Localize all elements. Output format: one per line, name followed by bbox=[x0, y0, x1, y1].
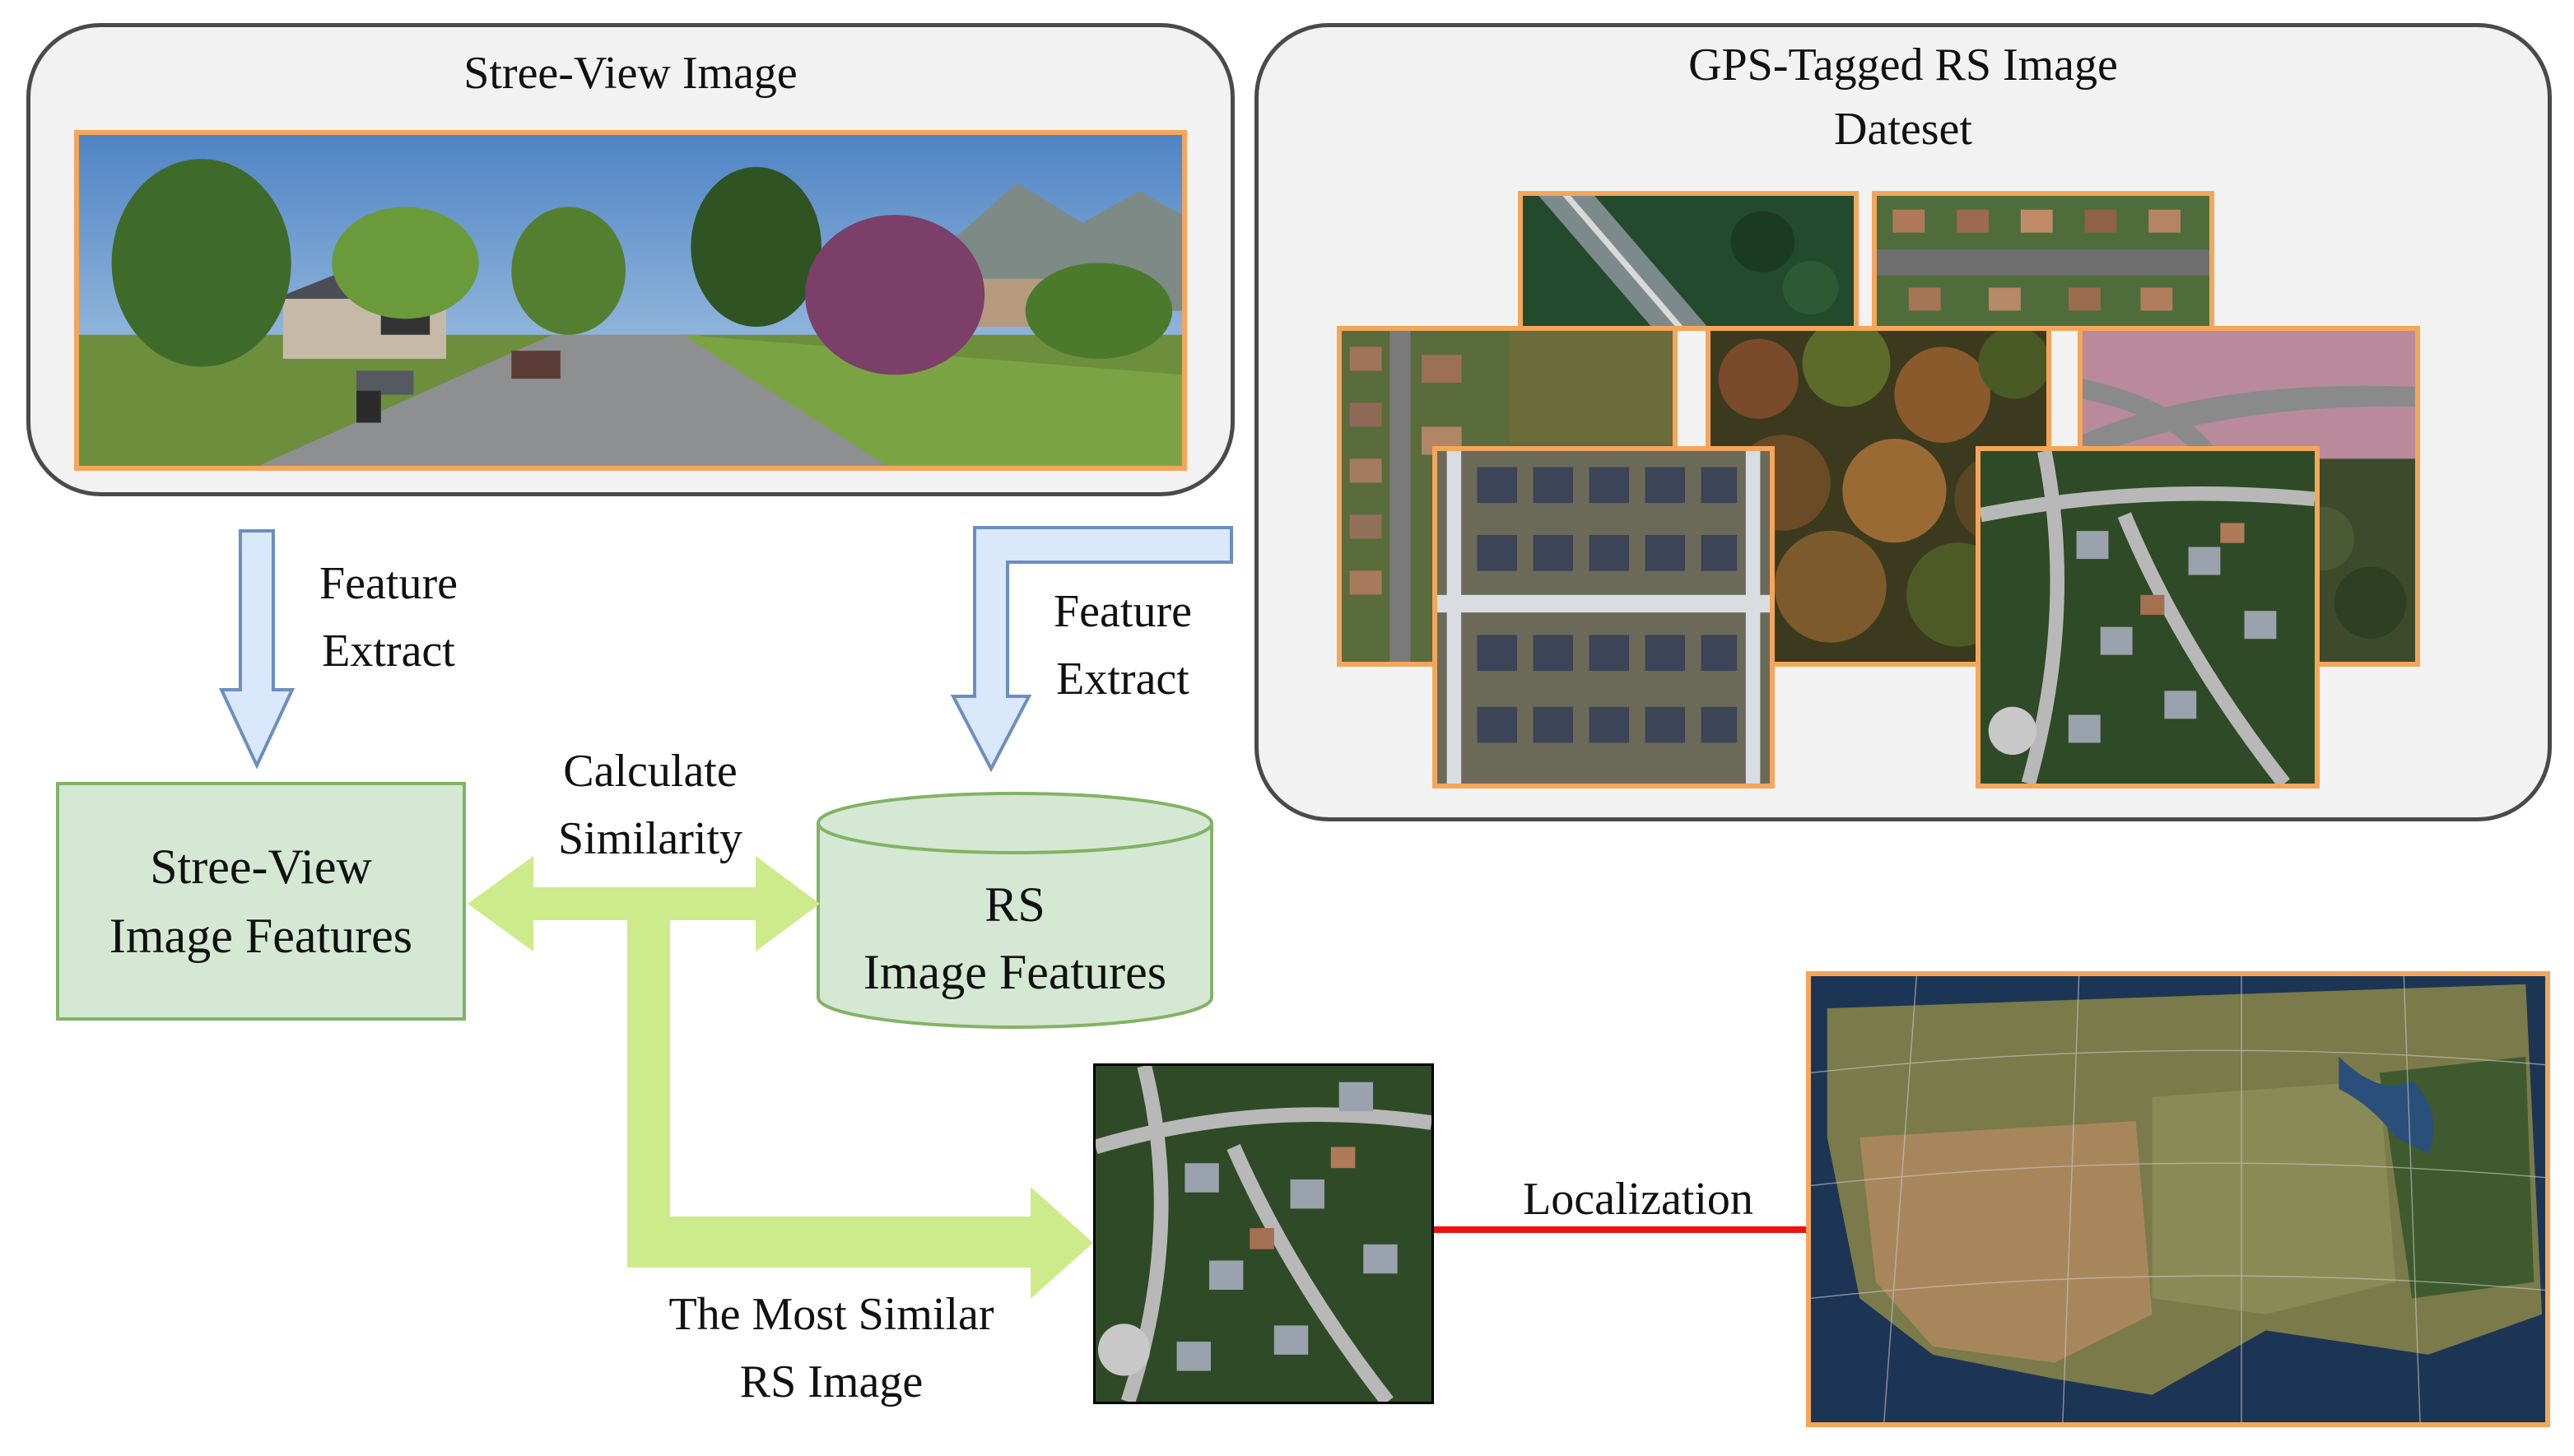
feature-extract-right-line2: Extract bbox=[1056, 654, 1189, 705]
feature-extract-left-line2: Extract bbox=[322, 626, 455, 677]
us-map-image bbox=[1806, 971, 2550, 1427]
feature-extract-right-line1: Feature bbox=[1054, 586, 1192, 637]
rs-dataset-title-line2: Dateset bbox=[1834, 104, 1972, 155]
street-view-title: Stree-View Image bbox=[463, 48, 798, 99]
street-features-line1: Stree-View bbox=[150, 840, 372, 894]
rs-dataset-title-line1: GPS-Tagged RS Image bbox=[1688, 40, 2118, 91]
rs-features-cylinder bbox=[817, 792, 1213, 1029]
most-similar-line1: The Most Similar bbox=[668, 1289, 994, 1340]
calculate-similarity-line1: Calculate bbox=[563, 746, 738, 797]
similarity-double-arrow bbox=[468, 856, 820, 951]
rs-tile-subdivision bbox=[1432, 446, 1775, 788]
feature-extract-left-line1: Feature bbox=[319, 558, 458, 609]
localization-label: Localization bbox=[1523, 1174, 1753, 1225]
calculate-similarity-line2: Similarity bbox=[558, 813, 742, 864]
most-similar-arrow bbox=[627, 920, 1093, 1299]
street-view-photo bbox=[74, 130, 1187, 471]
feature-extract-left-arrow bbox=[218, 529, 296, 770]
rs-tile-highway-forest bbox=[1518, 191, 1859, 331]
rs-features-line1: RS bbox=[984, 877, 1045, 932]
feature-extract-right-arrow bbox=[950, 526, 1233, 773]
rs-tile-suburb-street bbox=[1872, 191, 2214, 331]
most-similar-line2: RS Image bbox=[739, 1356, 924, 1407]
most-similar-rs-image bbox=[1093, 1063, 1434, 1404]
street-features-line2: Image Features bbox=[109, 909, 413, 963]
rs-features-line2: Image Features bbox=[863, 945, 1167, 999]
rs-tile-curved-streets bbox=[1976, 446, 2320, 788]
